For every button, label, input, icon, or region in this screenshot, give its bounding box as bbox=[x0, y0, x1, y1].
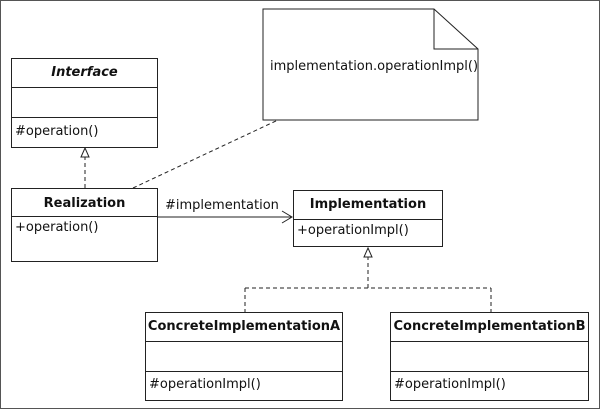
class-concrete-b-name: ConcreteImplementationB bbox=[393, 319, 586, 334]
class-implementation-name: Implementation bbox=[309, 197, 427, 212]
class-concrete-a-attributes bbox=[146, 341, 342, 371]
class-concrete-implementation-a[interactable]: ConcreteImplementationA #operationImpl() bbox=[145, 312, 343, 401]
class-interface-name: Interface bbox=[51, 65, 118, 80]
class-concrete-b-attributes bbox=[391, 341, 588, 371]
note-fold bbox=[433, 9, 478, 50]
interface-realization-arrowhead bbox=[80, 146, 90, 158]
class-implementation-operations: +operationImpl() bbox=[294, 219, 442, 246]
class-realization-name: Realization bbox=[43, 196, 126, 211]
association-label: #implementation bbox=[165, 198, 279, 213]
note-text: implementation.operationImpl() bbox=[270, 59, 479, 74]
class-realization[interactable]: Realization +operation() bbox=[11, 188, 158, 262]
note-anchor-line bbox=[132, 119, 279, 189]
class-interface[interactable]: Interface #operation() bbox=[11, 58, 158, 148]
class-concrete-implementation-b[interactable]: ConcreteImplementationB #operationImpl() bbox=[390, 312, 589, 401]
association-arrowhead bbox=[281, 210, 293, 224]
class-interface-attributes bbox=[12, 87, 157, 117]
class-realization-operations: +operation() bbox=[12, 216, 157, 261]
class-concrete-a-operations: #operationImpl() bbox=[146, 371, 342, 400]
implementation-realization-arrowhead bbox=[363, 246, 373, 258]
class-interface-operations: #operation() bbox=[12, 117, 157, 147]
class-implementation[interactable]: Implementation +operationImpl() bbox=[293, 190, 443, 247]
note-shape bbox=[262, 8, 479, 121]
class-concrete-b-operations: #operationImpl() bbox=[391, 371, 588, 400]
class-concrete-a-name: ConcreteImplementationA bbox=[147, 319, 341, 334]
